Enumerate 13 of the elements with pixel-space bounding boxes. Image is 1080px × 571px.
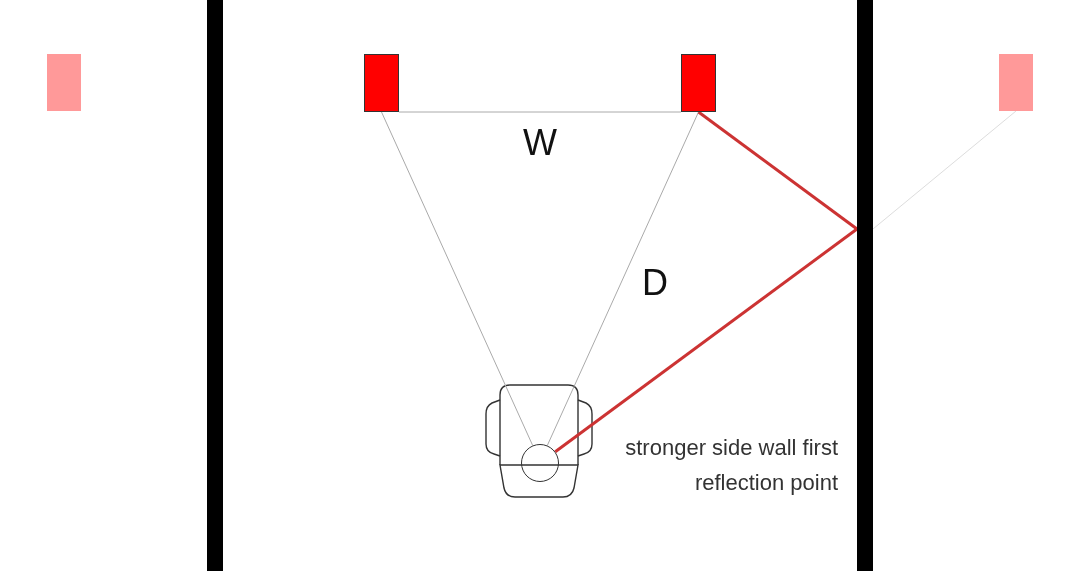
sight-line bbox=[546, 111, 699, 446]
side-wall bbox=[857, 0, 873, 571]
speaker bbox=[681, 54, 716, 112]
sight-line bbox=[398, 111, 682, 113]
mirror-image-speaker bbox=[999, 54, 1033, 111]
sight-line bbox=[381, 111, 534, 446]
mirror-image-speaker bbox=[47, 54, 81, 111]
annotation-text: stronger side wall first reflection point bbox=[624, 434, 838, 497]
side-wall bbox=[207, 0, 223, 571]
sight-line bbox=[872, 110, 1017, 230]
speaker bbox=[364, 54, 399, 112]
sight-line bbox=[697, 110, 858, 231]
sight-line bbox=[554, 227, 858, 453]
